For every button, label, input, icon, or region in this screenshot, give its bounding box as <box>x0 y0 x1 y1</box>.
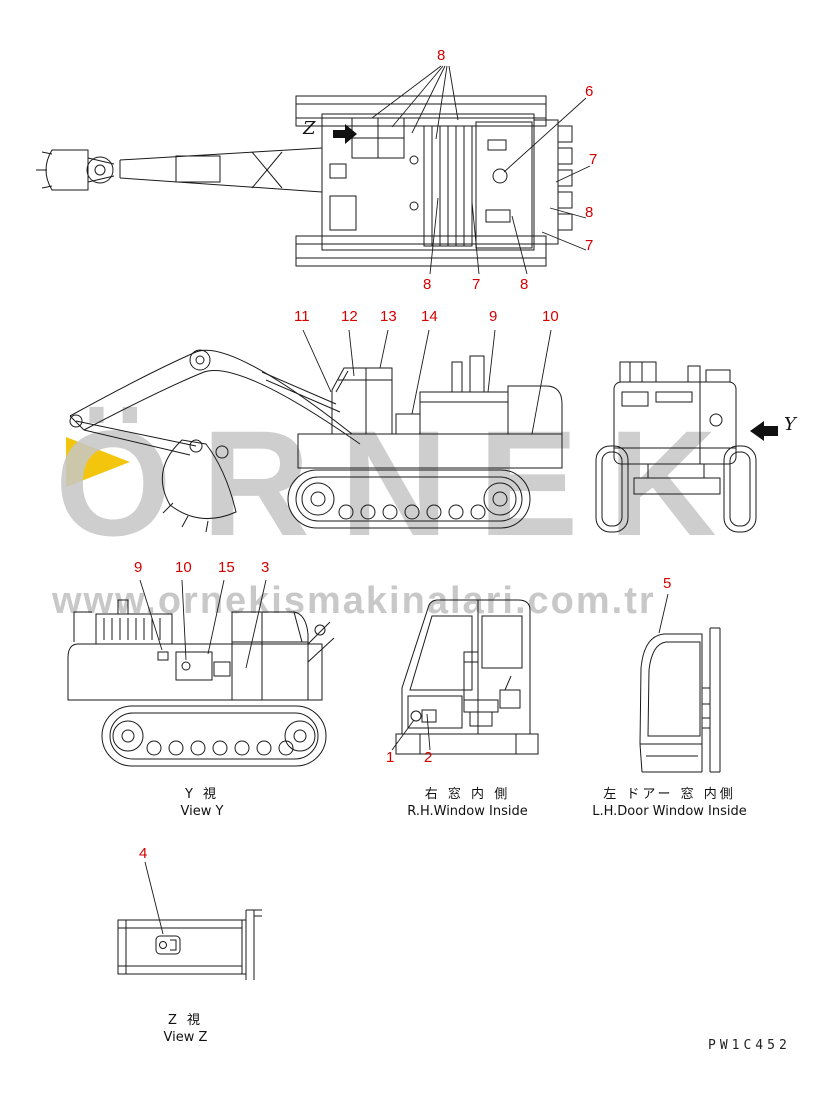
rh-window-caption-jp: 右 窓 内 側 <box>424 787 511 802</box>
view-z-caption: Z 視 View Z <box>138 1012 233 1046</box>
callout-4: 4 <box>139 845 148 862</box>
view-y-arrow-icon <box>750 421 778 441</box>
callout-1: 1 <box>386 749 395 766</box>
watermark-url: www.ornekismakinalari.com.tr <box>52 580 656 622</box>
rear-view <box>595 361 778 533</box>
leader-lines-view-y <box>139 579 267 669</box>
watermark-brand: ÖRNEK <box>55 399 747 567</box>
view-z-caption-jp: Z 視 <box>167 1013 204 1028</box>
callout-10-side: 10 <box>542 308 559 325</box>
callout-13: 13 <box>380 308 397 325</box>
callout-6: 6 <box>585 83 594 100</box>
watermark-logo-triangle-icon <box>66 437 130 487</box>
drawing-code: PW1C452 <box>708 1038 791 1053</box>
callout-11: 11 <box>294 308 310 325</box>
leader-lines-top-view <box>371 65 591 275</box>
top-plan-view <box>36 95 573 267</box>
callout-14: 14 <box>421 308 438 325</box>
callout-12: 12 <box>341 308 358 325</box>
callout-3: 3 <box>261 559 270 576</box>
callout-7-bottom: 7 <box>472 276 481 293</box>
rh-window-inside-drawing <box>395 599 539 755</box>
callout-7-right: 7 <box>589 151 598 168</box>
callout-8-bottom-2: 8 <box>520 276 529 293</box>
lh-door-caption-jp: 左 ドアー 窓 内側 <box>603 787 736 802</box>
leader-line-lh-door <box>658 593 669 634</box>
rh-window-caption: 右 窓 内 側 R.H.Window Inside <box>385 786 550 820</box>
view-z-drawing <box>117 909 262 980</box>
view-y-caption: Y 視 View Y <box>152 786 252 820</box>
leader-line-view-z <box>144 861 164 935</box>
lh-door-window-drawing <box>639 627 721 773</box>
view-y-caption-jp: Y 視 <box>184 787 220 802</box>
callout-15: 15 <box>218 559 235 576</box>
callout-9-side: 9 <box>489 308 498 325</box>
callout-2: 2 <box>424 749 433 766</box>
lh-door-caption-en: L.H.Door Window Inside <box>592 804 747 819</box>
callout-5: 5 <box>663 575 672 592</box>
leader-lines-side-view <box>302 329 552 435</box>
side-view <box>69 349 563 533</box>
rh-window-caption-en: R.H.Window Inside <box>407 804 528 819</box>
view-y-caption-en: View Y <box>180 804 224 819</box>
view-letter-y: Y <box>784 414 796 435</box>
callout-8-bottom: 8 <box>423 276 432 293</box>
callout-10-view-y: 10 <box>175 559 192 576</box>
callout-8-top: 8 <box>437 47 446 64</box>
view-z-arrow-icon <box>333 124 357 144</box>
view-letter-z: Z <box>303 118 316 139</box>
callout-8-right: 8 <box>585 204 594 221</box>
leader-lines-rh-window <box>391 713 431 751</box>
lh-door-caption: 左 ドアー 窓 内側 L.H.Door Window Inside <box>572 786 767 820</box>
view-y-drawing <box>67 599 335 767</box>
view-z-caption-en: View Z <box>163 1030 208 1045</box>
callout-9-view-y: 9 <box>134 559 143 576</box>
callout-7-right-2: 7 <box>585 237 594 254</box>
